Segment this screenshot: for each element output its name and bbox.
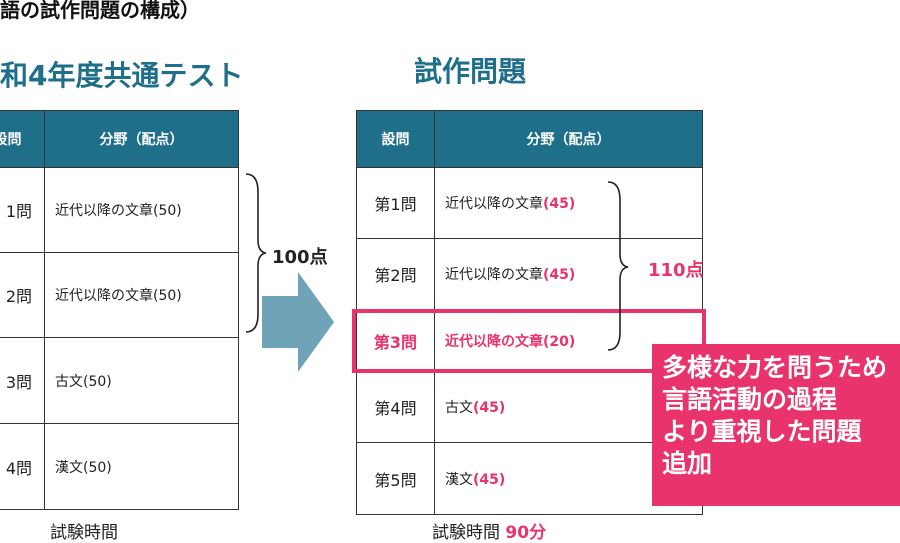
left-heading: 和4年度共通テスト bbox=[0, 59, 244, 92]
right-q4: 第4問 bbox=[356, 371, 435, 443]
table-row: 第4問 古文(45) bbox=[356, 371, 703, 443]
callout-box: 多様な力を問うため 言語活動の過程 より重視した問題 追加 bbox=[652, 344, 900, 506]
table-row: 3問 古文(50) bbox=[0, 337, 239, 424]
right-footer-value: 90分 bbox=[505, 523, 547, 543]
left-q3: 3問 bbox=[0, 337, 45, 424]
table-row: 第5問 漢文(45) bbox=[356, 442, 703, 515]
left-table: 設問 分野（配点） 1問 近代以降の文章(50) 2問 近代以降の文章(50) … bbox=[0, 110, 239, 510]
right-heading: 試作問題 bbox=[414, 55, 527, 88]
left-q1: 1問 bbox=[0, 167, 45, 253]
right-points5: (45) bbox=[473, 471, 506, 488]
right-points2: (45) bbox=[543, 267, 576, 283]
right-total: 110点 bbox=[648, 260, 704, 281]
table-row: 1問 近代以降の文章(50) bbox=[0, 167, 239, 253]
callout-line-1: 多様な力を問うため bbox=[662, 353, 888, 382]
right-brace-icon bbox=[607, 181, 629, 351]
callout-line-2: 言語活動の過程 bbox=[662, 385, 838, 414]
left-table-header: 設問 分野（配点） bbox=[0, 110, 239, 168]
right-points1: (45) bbox=[543, 196, 576, 212]
left-col-header-question: 設問 bbox=[0, 110, 45, 168]
table-row: 2問 近代以降の文章(50) bbox=[0, 252, 239, 338]
table-row: 4問 漢文(50) bbox=[0, 423, 239, 510]
left-brace-icon bbox=[245, 173, 267, 333]
highlight-box bbox=[352, 309, 706, 373]
left-q2: 2問 bbox=[0, 252, 45, 338]
table-row: 第2問 近代以降の文章(45) bbox=[356, 238, 703, 310]
callout-line-3: より重視した問題 bbox=[662, 417, 862, 446]
right-col-header-question: 設問 bbox=[356, 110, 435, 168]
right-q1: 第1問 bbox=[356, 167, 435, 239]
left-total: 100点 bbox=[272, 247, 328, 268]
table-row: 第1問 近代以降の文章(45) bbox=[356, 167, 703, 239]
right-col-header-field: 分野（配点） bbox=[434, 110, 703, 168]
callout-line-4: 追加 bbox=[662, 449, 713, 478]
right-arrow-icon bbox=[262, 272, 334, 372]
right-table-header: 設問 分野（配点） bbox=[356, 110, 703, 168]
left-field1: 近代以降の文章(50) bbox=[44, 167, 239, 253]
left-col-header-field: 分野（配点） bbox=[44, 110, 239, 168]
page-caption: 語の試作問題の構成） bbox=[0, 0, 200, 22]
left-field3: 古文(50) bbox=[44, 337, 239, 424]
right-field1: 近代以降の文章(45) bbox=[434, 167, 703, 239]
left-field2: 近代以降の文章(50) bbox=[44, 252, 239, 338]
right-q5: 第5問 bbox=[356, 442, 435, 515]
left-q4: 4問 bbox=[0, 423, 45, 510]
right-points4: (45) bbox=[473, 400, 506, 416]
right-field2: 近代以降の文章(45) bbox=[434, 238, 703, 310]
left-field4: 漢文(50) bbox=[44, 423, 239, 510]
right-q2: 第2問 bbox=[356, 238, 435, 310]
